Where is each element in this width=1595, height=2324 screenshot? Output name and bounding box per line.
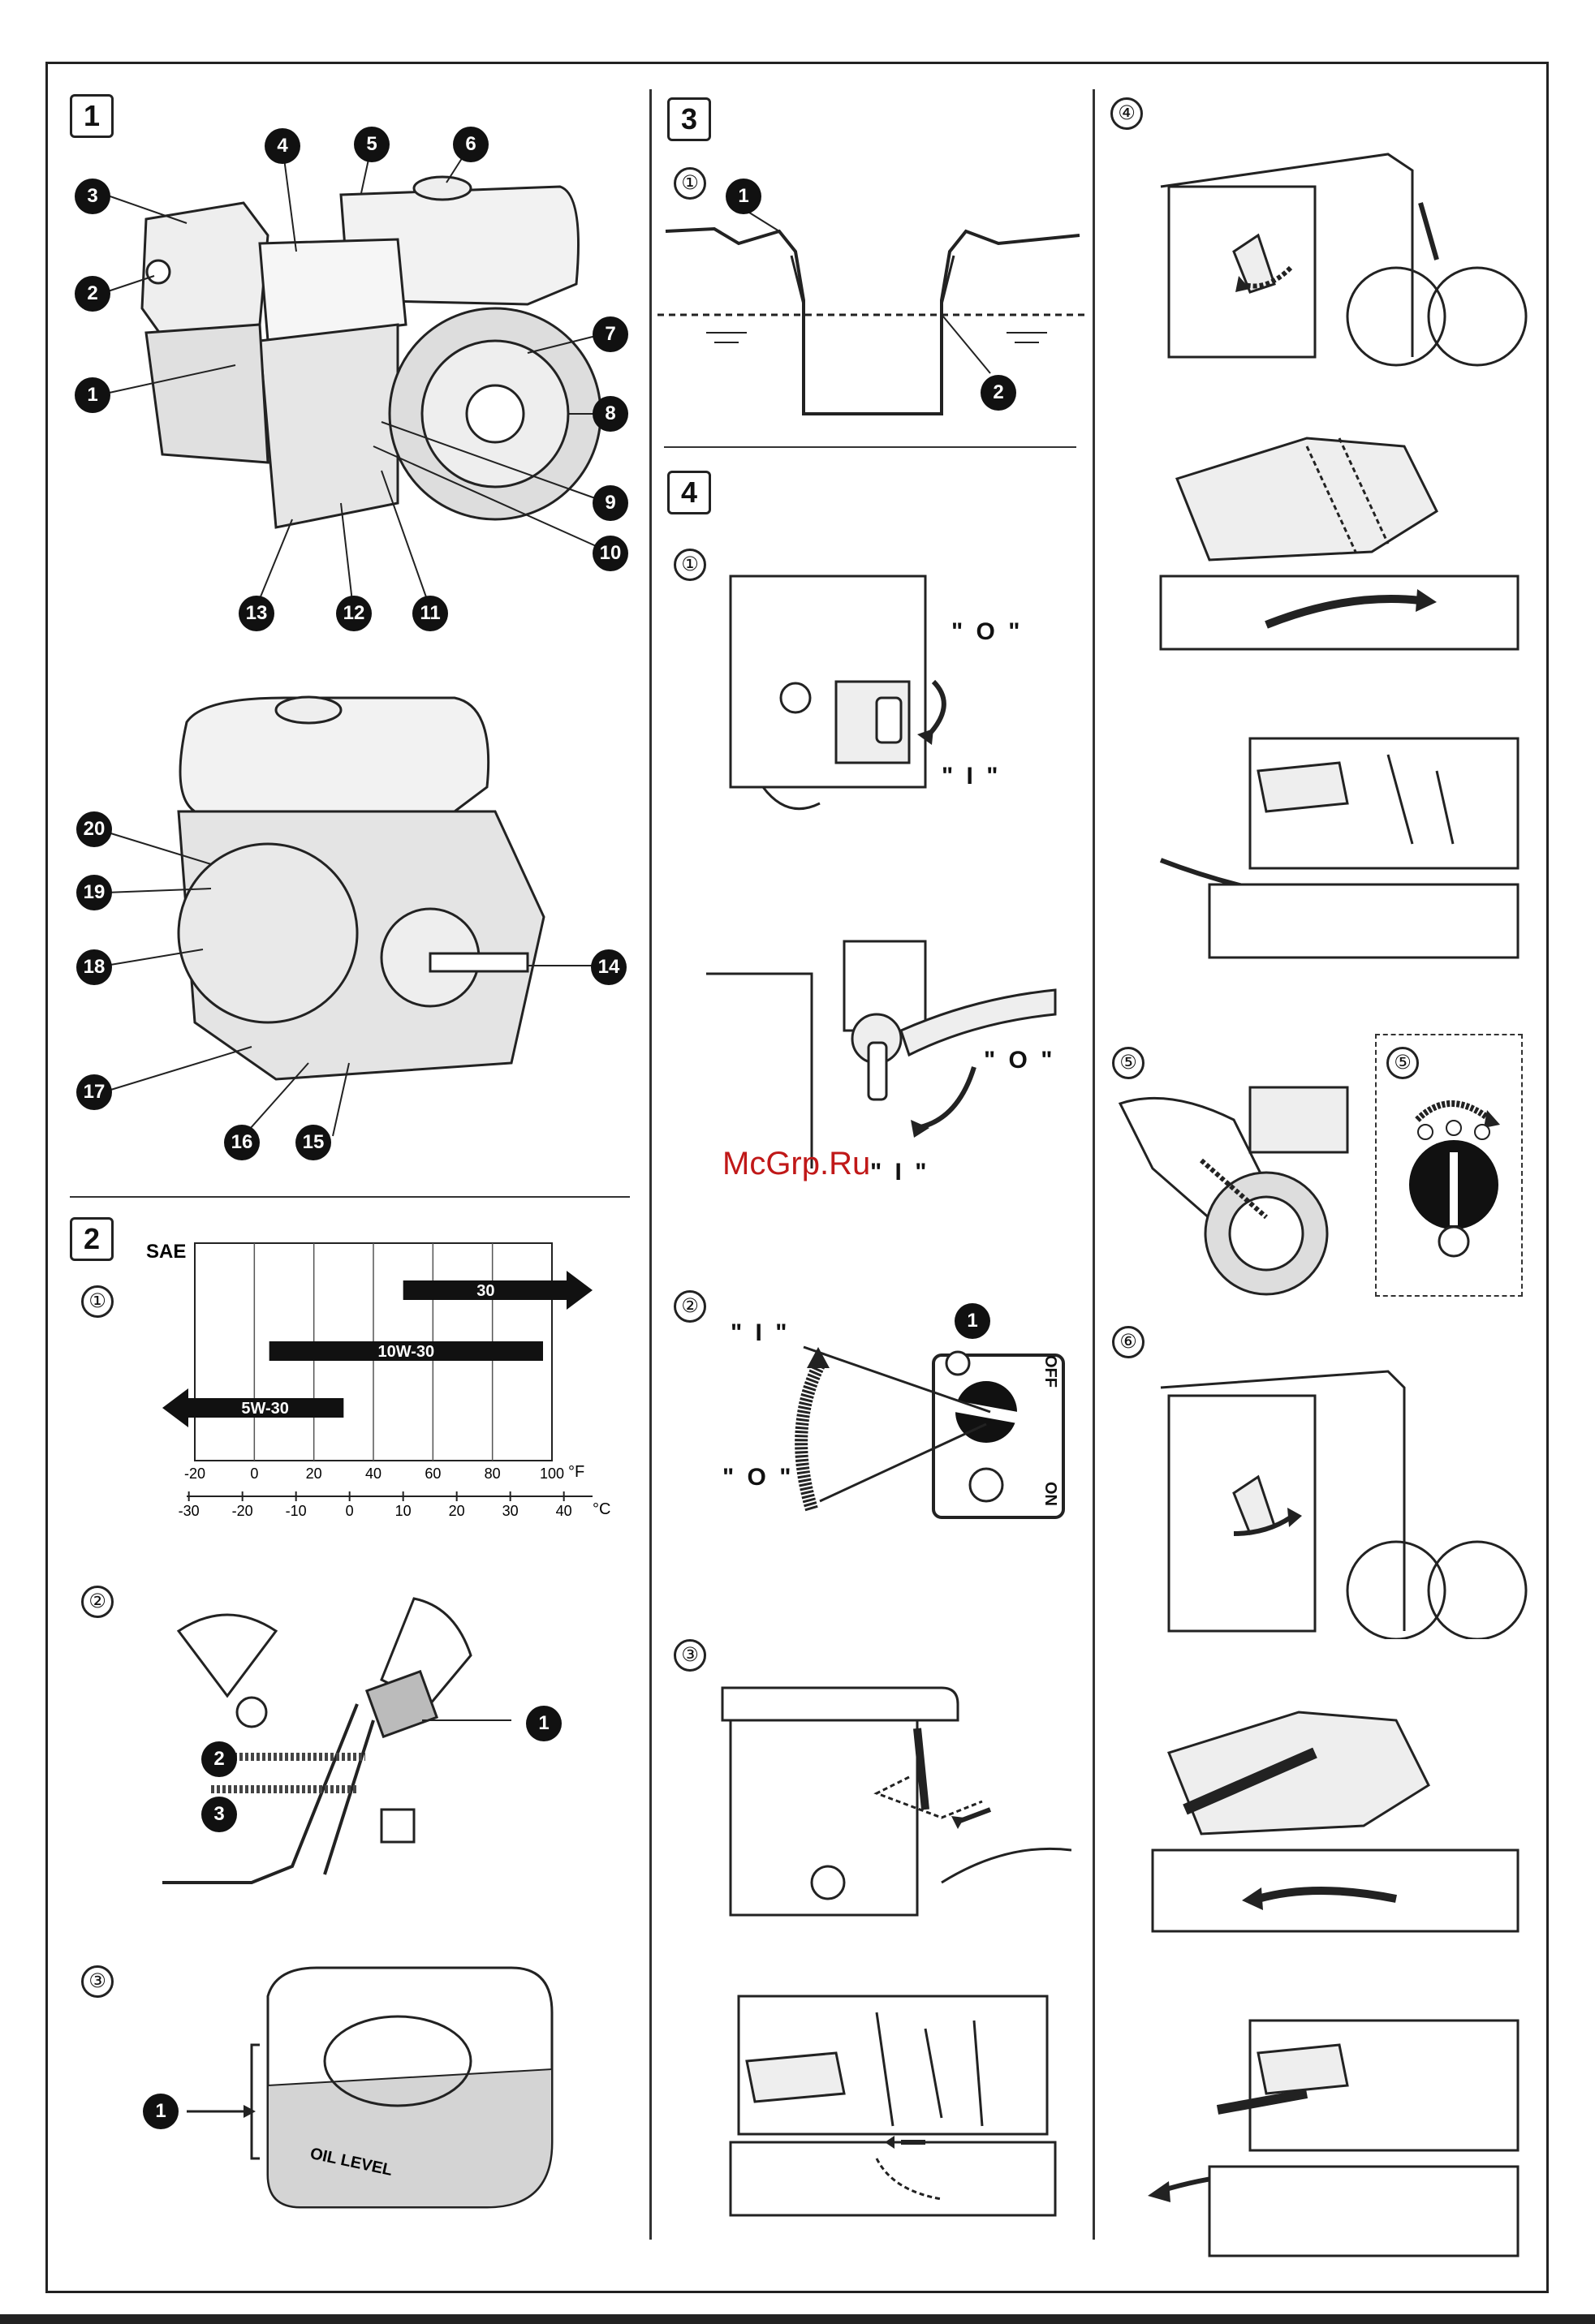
sub-step-4-2: ② bbox=[674, 1290, 706, 1323]
oil-level-callout-1: 1 bbox=[143, 2094, 179, 2129]
switch-callout-1: 1 bbox=[955, 1303, 990, 1339]
callout-13: 13 bbox=[239, 596, 274, 631]
stop-illustration-b bbox=[1136, 1688, 1534, 1947]
fuel-valve-illustration-a bbox=[714, 568, 1071, 836]
stop-illustration-c bbox=[1145, 2004, 1534, 2264]
c-tick-label-5: 20 bbox=[449, 1503, 465, 1519]
throttle-illustration-a bbox=[1145, 122, 1534, 373]
callout-5: 5 bbox=[354, 127, 390, 162]
column-divider-left bbox=[649, 89, 652, 2240]
callout-14: 14 bbox=[591, 949, 627, 985]
watermark: McGrp.Ru bbox=[722, 1146, 870, 1182]
fuel-tank-callout-2: 2 bbox=[981, 375, 1016, 411]
c-tick-label-2: -10 bbox=[286, 1503, 307, 1519]
callout-8: 8 bbox=[593, 396, 628, 432]
fuel-tank-callout-1: 1 bbox=[726, 179, 761, 214]
callout-15: 15 bbox=[295, 1125, 331, 1160]
callout-1: 1 bbox=[75, 377, 110, 413]
callout-20: 20 bbox=[76, 811, 112, 847]
valve-b-on-label: " I " bbox=[870, 1159, 929, 1186]
callout-9: 9 bbox=[593, 485, 628, 521]
callout-6: 6 bbox=[453, 127, 489, 162]
f-tick-label-0: -20 bbox=[184, 1465, 205, 1482]
section-2-number: 2 bbox=[70, 1217, 114, 1261]
section-4-number: 4 bbox=[667, 471, 711, 514]
series-label-1: 10W-30 bbox=[378, 1343, 435, 1361]
engine-front-illustration bbox=[73, 122, 641, 649]
switch-on-label: " I " bbox=[731, 1319, 790, 1347]
c-tick-label-1: -20 bbox=[232, 1503, 253, 1519]
f-tick-label-1: 0 bbox=[250, 1465, 258, 1482]
c-tick-label-6: 30 bbox=[502, 1503, 519, 1519]
valve-a-off-label: " O " bbox=[951, 618, 1023, 646]
valve-a-on-label: " I " bbox=[942, 763, 1001, 790]
c-tick-label-3: 0 bbox=[346, 1503, 354, 1519]
c-tick-label-7: 40 bbox=[556, 1503, 572, 1519]
chart-title: SAE bbox=[146, 1241, 186, 1263]
engine-rear-illustration bbox=[73, 674, 641, 1177]
fahrenheit-unit-label: °F bbox=[568, 1463, 584, 1481]
section-3-number: 3 bbox=[667, 97, 711, 141]
f-tick-label-6: 100 bbox=[540, 1465, 564, 1482]
callout-11: 11 bbox=[412, 596, 448, 631]
sub-step-2-2: ② bbox=[81, 1586, 114, 1618]
callout-16: 16 bbox=[224, 1125, 260, 1160]
series-label-2: 5W-30 bbox=[241, 1400, 289, 1418]
dipstick-callout-2: 2 bbox=[201, 1741, 237, 1777]
throttle-illustration-c bbox=[1145, 722, 1534, 966]
callout-3: 3 bbox=[75, 179, 110, 214]
divider-section-1-2 bbox=[70, 1196, 630, 1198]
f-tick-label-3: 40 bbox=[365, 1465, 382, 1482]
start-knob-illustration bbox=[1393, 1087, 1515, 1282]
c-tick-label-4: 10 bbox=[395, 1503, 412, 1519]
callout-10: 10 bbox=[593, 536, 628, 571]
column-divider-right bbox=[1093, 89, 1095, 2240]
callout-17: 17 bbox=[76, 1074, 112, 1110]
valve-b-off-label: " O " bbox=[984, 1047, 1055, 1074]
callout-19: 19 bbox=[76, 875, 112, 910]
c-tick-label-0: -30 bbox=[179, 1503, 200, 1519]
series-arrow-right-0 bbox=[567, 1271, 593, 1310]
f-tick-label-5: 80 bbox=[485, 1465, 501, 1482]
callout-7: 7 bbox=[593, 316, 628, 352]
bottom-rule bbox=[0, 2314, 1595, 2324]
sub-step-6: ⑥ bbox=[1112, 1326, 1145, 1358]
callout-4: 4 bbox=[265, 128, 300, 164]
dipstick-callout-3: 3 bbox=[201, 1797, 237, 1832]
sub-step-2-3: ③ bbox=[81, 1965, 114, 1998]
throttle-illustration-b bbox=[1145, 414, 1534, 657]
choke-lever-illustration-b bbox=[714, 1964, 1071, 2223]
choke-lever-illustration-a bbox=[714, 1655, 1071, 1923]
sub-step-4-4: ④ bbox=[1110, 97, 1143, 130]
celsius-unit-label: °C bbox=[593, 1500, 610, 1518]
engine-switch-illustration bbox=[771, 1315, 1071, 1542]
callout-2: 2 bbox=[75, 276, 110, 312]
callout-12: 12 bbox=[336, 596, 372, 631]
switch-off-label: " O " bbox=[722, 1464, 794, 1491]
sub-step-4-1: ① bbox=[674, 549, 706, 581]
switch-off-text: OFF bbox=[1041, 1355, 1059, 1388]
oil-level-illustration: OIL LEVEL bbox=[138, 1964, 593, 2223]
series-arrow-left-2 bbox=[162, 1388, 188, 1427]
recoil-start-illustration bbox=[1104, 1071, 1364, 1306]
sub-step-4-3: ③ bbox=[674, 1639, 706, 1672]
f-tick-label-4: 60 bbox=[425, 1465, 441, 1482]
sub-step-2-1: ① bbox=[81, 1285, 114, 1318]
callout-18: 18 bbox=[76, 949, 112, 985]
series-label-0: 30 bbox=[476, 1282, 494, 1300]
f-tick-label-2: 20 bbox=[306, 1465, 322, 1482]
divider-section-3-4 bbox=[664, 446, 1076, 448]
fuel-tank-section-illustration bbox=[657, 187, 1088, 438]
switch-on-text: ON bbox=[1041, 1482, 1059, 1506]
dipstick-callout-1: 1 bbox=[526, 1706, 562, 1741]
stop-illustration-a bbox=[1145, 1355, 1534, 1639]
sub-step-5-detail: ⑤ bbox=[1386, 1047, 1419, 1079]
